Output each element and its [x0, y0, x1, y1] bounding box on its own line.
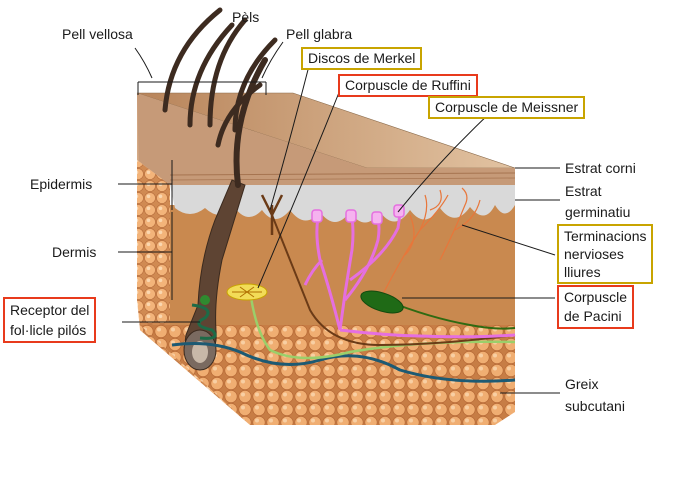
- hair-strand: [232, 37, 278, 133]
- follicle-receptor: [191, 303, 217, 340]
- label-terminacions-line-2: nervioses: [564, 246, 624, 262]
- label-receptor-line-1: Receptor del: [10, 302, 90, 318]
- hair-strand: [187, 22, 235, 128]
- pointer-lines: [118, 41, 560, 394]
- label-receptor-del-follicle-pilos: Receptor del fol·licle pilós: [3, 297, 97, 343]
- label-pacini-line-1: Corpuscle: [564, 289, 628, 305]
- pacini-corpuscle: [360, 290, 404, 314]
- label-corpuscle-de-pacini: Corpuscle de Pacini: [557, 285, 635, 329]
- label-corpuscle-de-meissner: Corpuscle de Meissner: [428, 96, 586, 119]
- hair-strand: [215, 82, 263, 148]
- label-estrat-corni: Estrat corni: [565, 160, 636, 176]
- label-pell-vellosa: Pell vellosa: [62, 26, 133, 42]
- label-estrat-germinatiu-1: Estrat: [565, 183, 602, 199]
- dermis-left-face: [137, 160, 170, 325]
- free-nerve-endings: [379, 187, 481, 301]
- label-terminacions-nervioses-lliures: Terminacions nervioses lliures: [557, 224, 654, 284]
- label-greix-2: subcutani: [565, 398, 625, 414]
- label-terminacions-line-1: Terminacions: [564, 228, 647, 244]
- hair-strand: [207, 17, 248, 128]
- label-corpuscle-de-ruffini: Corpuscle de Ruffini: [338, 74, 478, 97]
- label-terminacions-line-3: lliures: [564, 264, 601, 280]
- label-pels: Pèls: [232, 9, 260, 25]
- stratum-corneum-front: [137, 93, 515, 185]
- label-pacini-line-2: de Pacini: [564, 308, 622, 324]
- label-dermis: Dermis: [52, 244, 97, 260]
- label-receptor-line-2: fol·licle pilós: [10, 322, 87, 338]
- hair-strand: [162, 7, 223, 113]
- label-epidermis: Epidermis: [30, 176, 93, 192]
- label-greix-1: Greix: [565, 376, 599, 392]
- hair-shaft: [233, 57, 268, 188]
- nerve-fiber-blue: [171, 342, 516, 383]
- nerve-fiber-darkgreen: [384, 299, 516, 330]
- nerve-fiber-brown: [269, 209, 516, 347]
- germinative-layer-front: [170, 185, 515, 223]
- label-discos-de-merkel: Discos de Merkel: [301, 47, 423, 70]
- label-pell-glabra: Pell glabra: [286, 26, 353, 42]
- merkel-discs: [260, 194, 284, 235]
- label-estrat-germinatiu-2: germinatiu: [565, 204, 631, 220]
